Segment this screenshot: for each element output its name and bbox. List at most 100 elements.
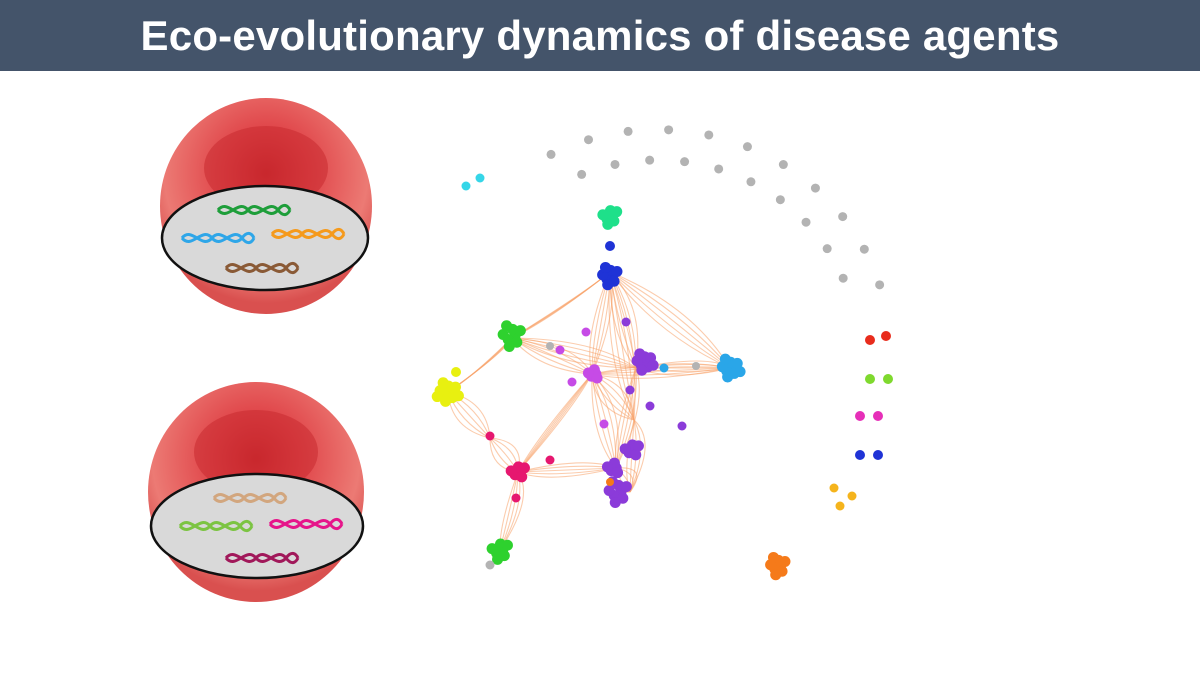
rose-node [511,493,521,503]
yellow-cluster [452,390,464,402]
network-edge [609,271,731,369]
isolated-node [584,135,594,145]
violet-cluster [620,481,632,493]
cyan-pair-node [461,181,471,191]
rose-cluster [518,462,530,474]
isolated-node [714,164,724,174]
tan-dna-icon [212,491,288,505]
blue-cluster [602,279,614,291]
blue-dna-icon [180,231,256,245]
isolated-node [610,159,620,169]
green-cluster [503,340,515,352]
green-cluster [486,543,498,555]
violet-cluster [634,348,646,360]
orchid-node [567,377,577,387]
blue-pair-node [873,450,883,460]
violet-node [645,401,655,411]
teal-cluster [611,206,623,218]
isolated-node [801,217,811,227]
isolated-node [875,280,885,290]
yellow-cluster [431,391,443,403]
violet-cluster [601,461,613,473]
orange-cluster [779,556,791,568]
nucleus [160,184,370,292]
yellow-node [451,367,461,377]
network-edge [499,471,519,551]
yellow-triad-node [835,501,845,511]
rose-node [485,431,495,441]
isolated-node [680,157,690,167]
network-edge [511,337,637,369]
lime-pair-node [865,374,875,384]
red-pair-node [881,331,891,341]
teal-cluster [597,209,609,221]
network-edge [609,271,731,369]
network-edge [608,271,635,421]
green-cluster [492,553,504,565]
isolated-node [742,142,752,152]
isolated-node [546,149,556,159]
yellow-cluster [449,381,461,393]
magenta-pair-node [855,411,865,421]
rose-node [546,456,554,464]
orange-cluster [767,551,779,563]
blue-pair-node [855,450,865,460]
magenta-dna-icon [268,517,344,531]
isolated-node [810,183,820,193]
network-edge [511,337,637,369]
orange-cluster [770,569,782,581]
isolated-node [664,125,674,135]
network-edge [615,367,637,469]
violet-cluster [612,467,624,479]
sky-cluster [719,353,731,365]
orange-dna-icon [270,227,346,241]
rose-cluster [505,465,517,477]
isolated-node [746,177,756,187]
blue-cluster [611,266,623,278]
orchid-node [555,345,565,355]
teal-cluster [602,218,614,230]
network-edge [609,271,635,421]
network-edge [511,337,637,369]
orchid-cluster [582,367,594,379]
blue-cluster [599,261,611,273]
network-edge [511,271,611,339]
network-edge [511,337,637,369]
isolated-node [838,273,848,283]
violet-cluster [609,496,621,508]
network-edge [629,419,646,493]
sky-node [659,363,669,373]
network-edge [517,373,593,473]
red-pair-node [865,335,875,345]
red-blood-cell-2 [148,382,365,602]
cell-dimple [194,410,318,494]
isolated-node [645,155,655,165]
sky-cluster [722,371,734,383]
strain-network [431,125,893,581]
isolated-node [704,130,714,140]
network-edge [511,337,637,369]
isolated-node [822,244,832,254]
maroon-dna-icon [224,551,300,565]
violet-node [677,421,687,431]
orchid-cluster [591,372,603,384]
title-bar: Eco-evolutionary dynamics of disease age… [0,0,1200,71]
lime-pair-node [883,374,893,384]
gray-node [546,342,554,350]
orange-node [606,478,614,486]
network-edge [591,367,731,379]
green-cluster [497,328,509,340]
isolated-node [838,212,848,222]
green-cluster [501,320,513,332]
orchid-node [599,419,609,429]
yellow-cluster [437,377,449,389]
gray-node [692,362,700,370]
green-cluster [514,325,526,337]
network-edge [609,271,731,369]
violet-cluster [619,443,631,455]
violet-node [621,317,631,327]
violet-cluster [647,359,659,371]
network-edge [609,271,731,369]
isolated-node [778,160,788,170]
brown-dna-icon [224,261,300,275]
